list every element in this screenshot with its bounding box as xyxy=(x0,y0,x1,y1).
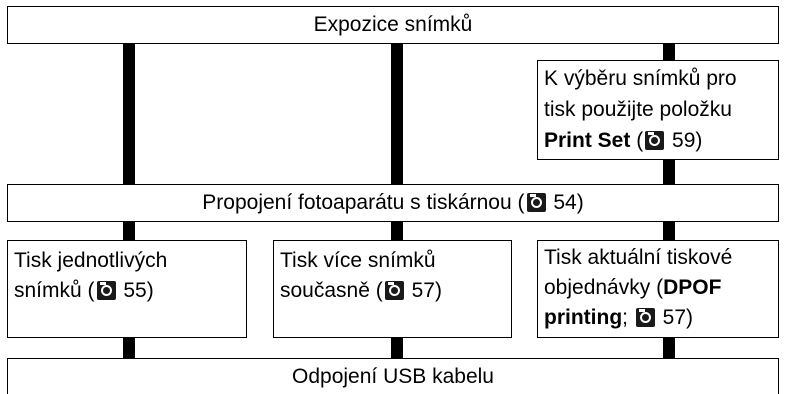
camera-reference-icon xyxy=(96,281,116,300)
connect-box: Propojení fotoaparátu s tiskárnou ( 54) xyxy=(7,184,779,222)
dpof-line1: Tisk aktuální tiskové xyxy=(544,246,733,269)
dpof-line2: objednávky (DPOF xyxy=(544,273,778,303)
dpof-line3-close: ) xyxy=(686,306,694,329)
dpof-line2-text: objednávky ( xyxy=(544,276,664,299)
multi-line1: Tisk více snímků xyxy=(280,249,436,272)
connect-label: Propojení fotoaparátu s tiskárnou ( 54) xyxy=(202,191,583,215)
camera-reference-icon xyxy=(526,193,546,212)
print-set-line3: Print Set ( 59) xyxy=(544,125,778,156)
print-set-ref-open: ( xyxy=(630,129,644,152)
connector-mid-right xyxy=(663,222,675,240)
dpof-line3-sep: ; xyxy=(622,306,634,329)
exposure-box: Expozice snímků xyxy=(7,6,779,44)
connector-mid-center xyxy=(391,222,403,240)
connector-low-left xyxy=(123,338,135,358)
connector-top-left xyxy=(123,44,135,184)
dpof-print-box: Tisk aktuální tiskové objednávky (DPOF p… xyxy=(537,240,779,338)
multi-line2-close: ) xyxy=(434,279,442,302)
single-print-box: Tisk jednotlivých snímků ( 55) xyxy=(7,240,247,338)
single-line2-close: ) xyxy=(146,279,154,302)
camera-reference-icon xyxy=(384,281,404,300)
single-page: 55 xyxy=(123,279,147,302)
print-set-page: 59 xyxy=(672,129,696,152)
print-set-line2: tisk použijte položku xyxy=(544,98,732,121)
print-set-line1: K výběru snímků pro xyxy=(544,67,737,90)
single-line1: Tisk jednotlivých xyxy=(14,249,168,272)
disconnect-label: Odpojení USB kabelu xyxy=(292,364,494,388)
connector-printset-connect xyxy=(663,160,675,184)
connector-top-right xyxy=(663,44,675,60)
connector-mid-left xyxy=(123,222,135,240)
dpof-bold1: DPOF xyxy=(663,276,722,299)
connector-low-right xyxy=(663,338,675,358)
connect-label-text: Propojení fotoaparátu s tiskárnou ( xyxy=(202,191,525,214)
multi-print-box: Tisk více snímků současně ( 57) xyxy=(273,240,512,338)
camera-reference-icon xyxy=(645,131,665,150)
disconnect-box: Odpojení USB kabelu xyxy=(7,358,779,394)
camera-reference-icon xyxy=(635,308,655,327)
multi-line2-text: současně ( xyxy=(280,279,383,302)
single-line2-text: snímků ( xyxy=(14,279,95,302)
print-set-box: K výběru snímků pro tisk použijte položk… xyxy=(537,60,779,160)
connector-top-center xyxy=(391,44,403,184)
print-set-bold: Print Set xyxy=(544,129,631,152)
multi-line2: současně ( 57) xyxy=(280,276,511,306)
dpof-page: 57 xyxy=(662,306,687,329)
print-set-ref-close: ) xyxy=(695,129,703,152)
connector-low-center xyxy=(391,338,403,358)
single-line2: snímků ( 55) xyxy=(14,276,246,306)
multi-page: 57 xyxy=(411,279,435,302)
connect-label-close: ) xyxy=(576,191,584,214)
dpof-line3: printing; 57) xyxy=(544,303,778,333)
dpof-bold2: printing xyxy=(544,306,623,329)
connect-page: 54 xyxy=(553,191,577,214)
exposure-label: Expozice snímků xyxy=(313,13,473,36)
